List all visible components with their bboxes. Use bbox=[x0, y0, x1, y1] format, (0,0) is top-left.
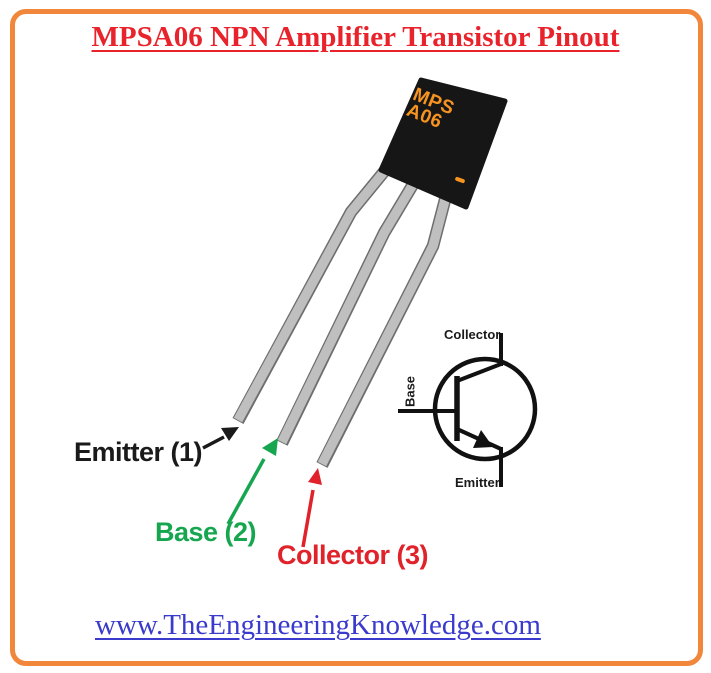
symbol-collector-diagonal bbox=[456, 362, 502, 383]
emitter-arrow-line bbox=[202, 435, 225, 450]
emitter-lead bbox=[233, 158, 396, 423]
collector-arrow-head bbox=[308, 468, 322, 485]
collector-arrow-line bbox=[301, 489, 315, 548]
pointer-arrows bbox=[202, 427, 322, 548]
symbol-emitter-arrow-head bbox=[473, 430, 493, 448]
symbol-emitter-label: Emitter bbox=[455, 475, 500, 490]
base-lead bbox=[277, 173, 423, 445]
symbol-base-label: Base bbox=[402, 375, 418, 408]
transistor-leads bbox=[232, 158, 453, 468]
page-title: MPSA06 NPN Amplifier Transistor Pinout bbox=[91, 21, 620, 53]
collector-lead bbox=[317, 194, 451, 467]
symbol-collector-label: Collector bbox=[444, 327, 501, 342]
collector-pin-label: Collector (3) bbox=[277, 540, 429, 570]
base-arrow-line bbox=[226, 458, 266, 525]
emitter-arrow-head bbox=[221, 427, 239, 441]
transistor-body bbox=[378, 77, 508, 210]
base-pin-label: Base (2) bbox=[155, 517, 257, 547]
website-link[interactable]: www.TheEngineeringKnowledge.com bbox=[95, 609, 541, 641]
emitter-pin-label: Emitter (1) bbox=[74, 437, 203, 467]
base-arrow-head bbox=[262, 438, 278, 456]
npn-symbol bbox=[398, 333, 538, 487]
